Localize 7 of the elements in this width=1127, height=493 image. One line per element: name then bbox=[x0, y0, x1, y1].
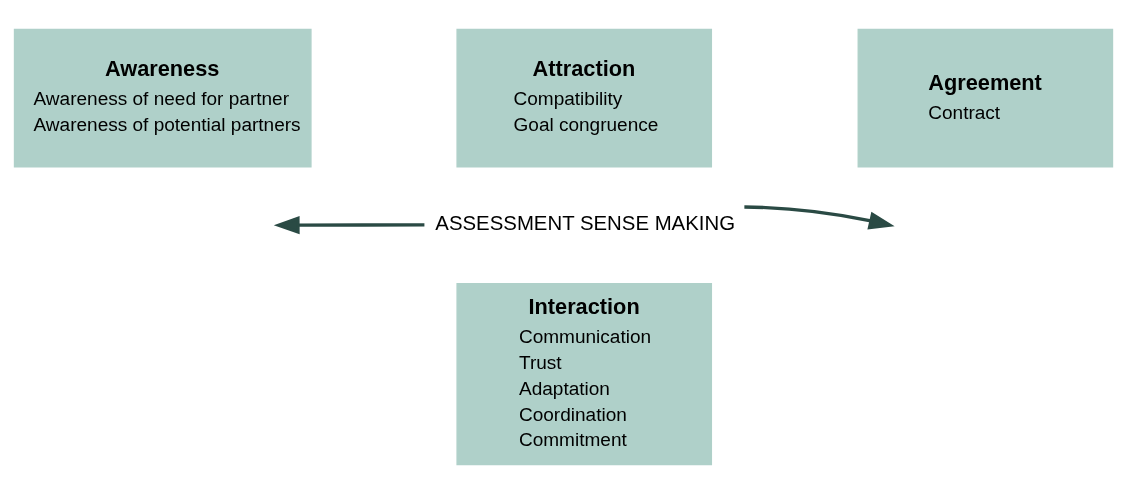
node-box: Interaction Communication Trust Adaptation Coordination Commitment bbox=[456, 282, 713, 465]
node-text: ASSESSMENT SENSE MAKING bbox=[435, 211, 736, 234]
node-box: Awareness Awareness of need for partner Awareness of potential partners bbox=[13, 28, 312, 167]
arrow bbox=[744, 204, 895, 229]
arrow bbox=[273, 215, 425, 234]
node-box: Attraction Compatibility Goal congruence bbox=[456, 28, 713, 167]
node-box: Agreement Contract bbox=[857, 28, 1114, 167]
